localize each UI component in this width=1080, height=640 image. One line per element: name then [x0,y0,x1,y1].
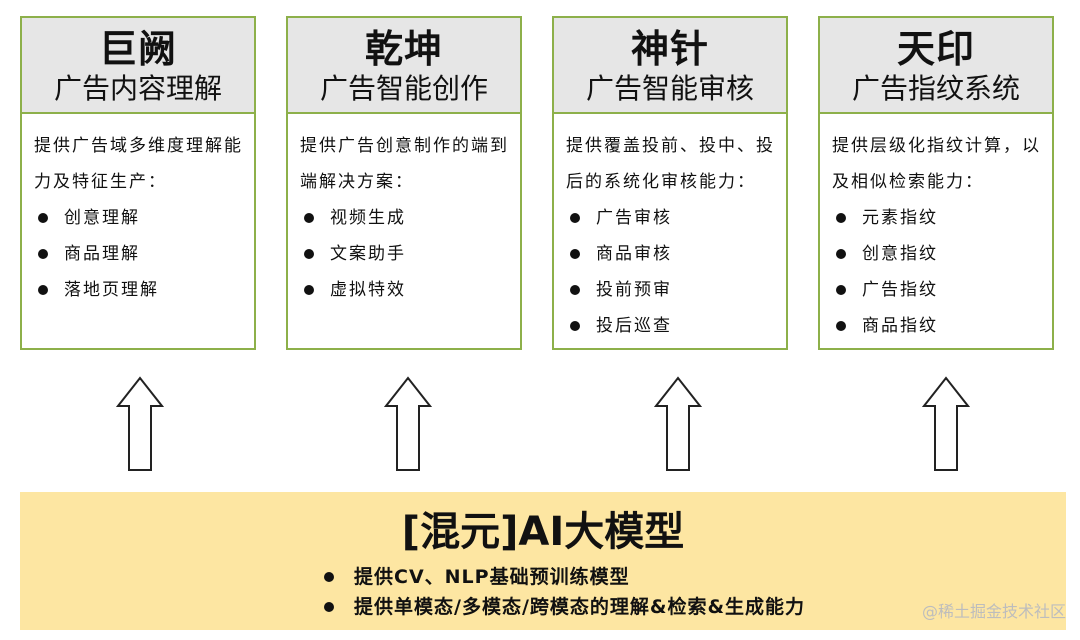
list-item: 创意指纹 [832,236,1052,272]
list-item: 商品理解 [34,236,254,272]
card-header: 巨阙 广告内容理解 [22,18,254,114]
card-description: 提供覆盖投前、投中、投后的系统化审核能力： [566,136,775,192]
card-description: 提供层级化指纹计算，以及相似检索能力： [832,136,1041,192]
list-item: 投前预审 [566,272,786,308]
card-subtitle: 广告智能审核 [585,72,754,105]
up-arrow-icon [654,376,702,471]
base-bullet-list: 提供CV、NLP基础预训练模型 提供单模态/多模态/跨模态的理解&检索&生成能力 [320,562,805,622]
card-qiankun: 乾坤 广告智能创作 提供广告创意制作的端到端解决方案： 视频生成 文案助手 虚拟… [286,16,522,350]
card-description: 提供广告域多维度理解能力及特征生产： [34,136,243,192]
card-shenzhen: 神针 广告智能审核 提供覆盖投前、投中、投后的系统化审核能力： 广告审核 商品审… [552,16,788,350]
list-item: 落地页理解 [34,272,254,308]
card-tianyin: 天印 广告指纹系统 提供层级化指纹计算，以及相似检索能力： 元素指纹 创意指纹 … [818,16,1054,350]
card-subtitle: 广告内容理解 [53,72,222,105]
card-body: 提供广告创意制作的端到端解决方案： 视频生成 文案助手 虚拟特效 [288,114,520,308]
card-title: 天印 [896,27,975,71]
list-item: 提供CV、NLP基础预训练模型 [320,562,805,592]
up-arrow-icon [116,376,164,471]
card-bullet-list: 元素指纹 创意指纹 广告指纹 商品指纹 [832,200,1052,344]
up-arrow-icon [384,376,432,471]
card-header: 乾坤 广告智能创作 [288,18,520,114]
card-header: 天印 广告指纹系统 [820,18,1052,114]
card-subtitle: 广告指纹系统 [851,72,1020,105]
list-item: 创意理解 [34,200,254,236]
list-item: 虚拟特效 [300,272,520,308]
card-title: 巨阙 [98,27,177,71]
watermark: @稀土掘金技术社区 [921,602,1066,621]
card-jujue: 巨阙 广告内容理解 提供广告域多维度理解能力及特征生产： 创意理解 商品理解 落… [20,16,256,350]
card-bullet-list: 创意理解 商品理解 落地页理解 [34,200,254,308]
list-item: 提供单模态/多模态/跨模态的理解&检索&生成能力 [320,592,805,622]
card-subtitle: 广告智能创作 [319,72,488,105]
card-bullet-list: 视频生成 文案助手 虚拟特效 [300,200,520,308]
card-body: 提供广告域多维度理解能力及特征生产： 创意理解 商品理解 落地页理解 [22,114,254,308]
card-title: 乾坤 [364,27,443,71]
list-item: 视频生成 [300,200,520,236]
card-header: 神针 广告智能审核 [554,18,786,114]
up-arrow-icon [922,376,970,471]
card-body: 提供覆盖投前、投中、投后的系统化审核能力： 广告审核 商品审核 投前预审 投后巡… [554,114,786,344]
card-description: 提供广告创意制作的端到端解决方案： [300,136,509,192]
card-title: 神针 [630,27,709,71]
base-model-panel: [混元]AI大模型 提供CV、NLP基础预训练模型 提供单模态/多模态/跨模态的… [20,492,1066,630]
card-body: 提供层级化指纹计算，以及相似检索能力： 元素指纹 创意指纹 广告指纹 商品指纹 [820,114,1052,344]
list-item: 元素指纹 [832,200,1052,236]
list-item: 投后巡查 [566,308,786,344]
list-item: 商品指纹 [832,308,1052,344]
list-item: 广告指纹 [832,272,1052,308]
base-title: [混元]AI大模型 [401,509,685,555]
list-item: 文案助手 [300,236,520,272]
list-item: 广告审核 [566,200,786,236]
card-bullet-list: 广告审核 商品审核 投前预审 投后巡查 [566,200,786,344]
list-item: 商品审核 [566,236,786,272]
